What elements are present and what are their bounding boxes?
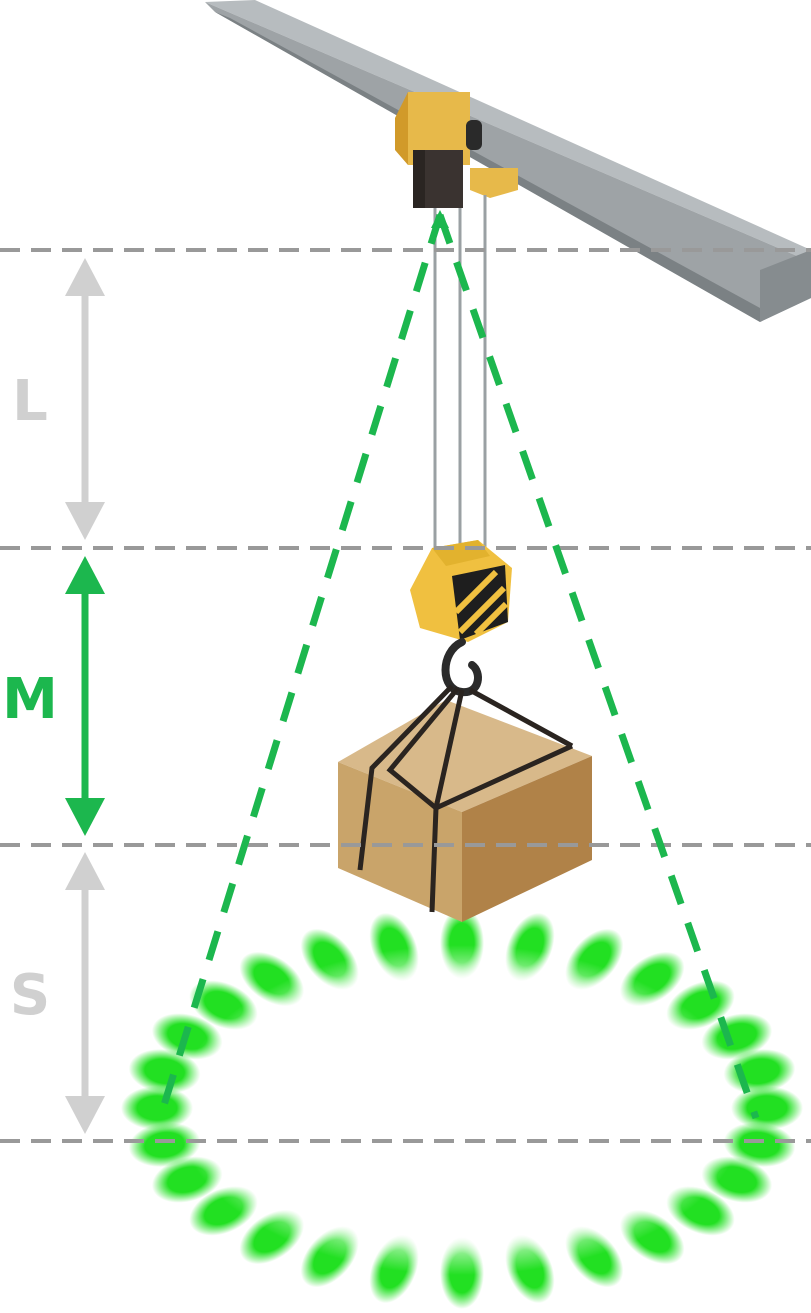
hoist-motor-side [413, 150, 425, 208]
stripe-1 [453, 569, 499, 615]
trolley-rear [470, 168, 518, 198]
zone-arrow-m [65, 556, 105, 836]
zone-arrow-l [65, 258, 105, 540]
arrow-s-head-top [65, 852, 105, 890]
cone-right-edge [436, 213, 760, 1120]
stripe-2 [457, 585, 507, 635]
box-top [338, 700, 592, 812]
hook-block-stripes [452, 565, 508, 640]
arrow-l-head-bottom [65, 502, 105, 540]
zone-boundaries [0, 248, 811, 1143]
cardboard-box-icon [338, 684, 592, 922]
trolley-wheel [466, 120, 482, 150]
cone-left-edge [156, 213, 444, 1120]
zone-label-s: S [9, 963, 51, 1028]
strap-1 [357, 684, 454, 871]
stripe-3 [473, 601, 509, 637]
box-right [462, 756, 592, 922]
detection-cone [156, 210, 760, 1120]
trolley-side [395, 92, 408, 165]
strap-4 [386, 686, 574, 811]
light-petal [121, 1086, 193, 1130]
light-ring-center-glow [177, 945, 747, 1275]
cone-apex-arrow [431, 210, 449, 228]
hook-block-icon [410, 540, 512, 697]
zone-label-l: L [12, 369, 48, 434]
arrow-l-head-top [65, 258, 105, 296]
arrow-s-head-bottom [65, 1096, 105, 1134]
beam-face [205, 2, 811, 322]
zone-label-m: M [2, 667, 58, 732]
arrow-m-head-top [65, 556, 105, 594]
light-petal [731, 1086, 803, 1130]
trolley [408, 92, 470, 165]
overhead-crane-icon [205, 0, 811, 560]
beam-shadow [215, 12, 760, 322]
zone-arrow-s [65, 852, 105, 1134]
beam-top [205, 0, 811, 262]
arrow-m-head-bottom [65, 798, 105, 836]
strap-3 [468, 687, 574, 749]
beam-flange [760, 250, 811, 322]
